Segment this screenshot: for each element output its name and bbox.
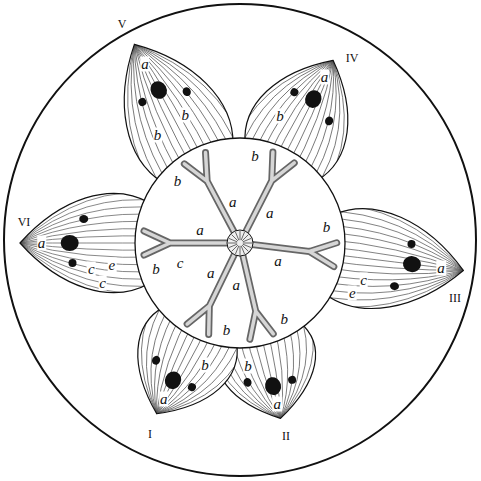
radial-spoke (144, 231, 240, 255)
part-letter: a (228, 194, 238, 209)
pore-ray (243, 243, 252, 244)
spoke-body (239, 231, 337, 267)
pigment-spot (324, 115, 335, 127)
part-letter: a (159, 392, 169, 407)
petal-number: I (147, 428, 153, 440)
radial-spoke (239, 231, 337, 267)
part-letter: a (232, 277, 242, 292)
pore-ray (229, 244, 237, 247)
pore-ray (228, 243, 237, 244)
part-letter: a (206, 266, 216, 281)
pigment-spot (79, 215, 88, 223)
spoke-core (239, 231, 337, 267)
part-letter: a (265, 206, 275, 221)
pigment-spot (137, 97, 148, 108)
pore-ray (235, 232, 238, 240)
part-letter: b (243, 359, 253, 374)
pigment-spot (287, 375, 297, 385)
pore-ray (243, 238, 251, 241)
part-letter: b (275, 109, 285, 124)
part-letter: a (320, 70, 330, 85)
part-letter: a (37, 236, 47, 251)
petal-number: II (281, 430, 291, 442)
pigment-spot (243, 377, 253, 388)
petal-number: VI (17, 216, 32, 228)
part-letter: b (322, 220, 332, 235)
part-letter: a (273, 397, 283, 412)
part-letter: c (98, 276, 107, 291)
part-letter: b (151, 262, 161, 277)
petal-number: III (448, 292, 462, 304)
part-letter: b (250, 149, 260, 164)
part-letter: b (153, 127, 163, 142)
pigment-spot (61, 235, 79, 251)
part-letter: c (176, 256, 185, 271)
pore-ray (240, 231, 241, 240)
pigment-spot (302, 87, 324, 110)
part-letter: c (359, 273, 368, 288)
part-letter: c (87, 262, 96, 277)
pigment-spot (162, 369, 184, 392)
petal-number: IV (345, 52, 360, 64)
part-letter: b (173, 174, 183, 189)
pigment-spot (289, 87, 300, 98)
part-letter: a (140, 57, 150, 72)
pigment-spot (390, 282, 400, 291)
pore-ray (240, 246, 241, 255)
pigment-spot (407, 239, 416, 248)
part-letter: a (195, 223, 205, 238)
part-letter: e (108, 258, 117, 273)
pigment-spot (187, 382, 198, 393)
pigment-spot (147, 78, 170, 101)
pigment-spot (181, 86, 192, 98)
spoke-body (144, 231, 240, 255)
part-letter: b (279, 312, 289, 327)
pigment-spot (151, 354, 162, 366)
center-pore (227, 230, 253, 256)
pigment-spot (69, 259, 77, 267)
part-letter: e (348, 286, 357, 301)
part-letter: a (273, 253, 283, 268)
part-letter: b (200, 357, 210, 372)
pigment-spot (263, 376, 283, 397)
part-letter: b (181, 107, 191, 122)
central-disk (135, 138, 345, 348)
part-letter: a (436, 260, 446, 275)
petal-number: V (117, 18, 128, 30)
part-letter: b (222, 322, 232, 337)
pore-ray (241, 246, 244, 254)
field-circle (4, 4, 476, 476)
spoke-core (144, 231, 240, 255)
pigment-spot (402, 255, 422, 273)
